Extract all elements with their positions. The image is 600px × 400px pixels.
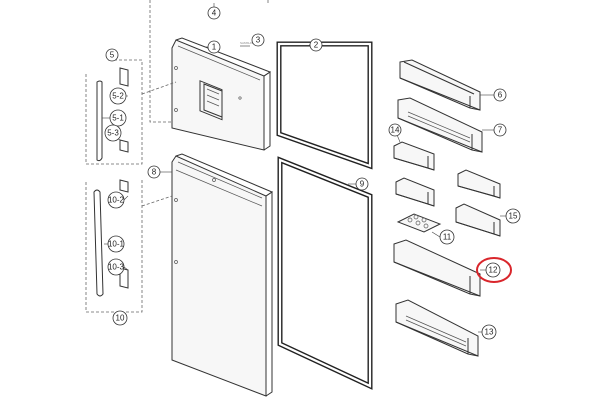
callout-15: 15 — [505, 208, 521, 224]
svg-text:10-1: 10-1 — [108, 240, 125, 249]
door-bin-7 — [397, 97, 483, 153]
callout-6: 6 — [493, 88, 507, 102]
callout-3: 3 — [251, 33, 265, 47]
gasket-freezer — [276, 41, 373, 170]
callout-11: 11 — [439, 229, 455, 245]
svg-text:5: 5 — [110, 51, 115, 60]
callout-12: 12 — [485, 262, 501, 278]
svg-text:5-1: 5-1 — [112, 114, 124, 123]
callout-14: 14 — [388, 123, 402, 137]
door-bin-13 — [395, 299, 479, 357]
small-bin-14 — [393, 141, 435, 171]
callout-5-3: 5-3 — [104, 124, 122, 142]
svg-text:2: 2 — [314, 41, 319, 50]
callout-1: 1 — [207, 40, 221, 54]
svg-text:12: 12 — [489, 266, 498, 275]
svg-text:4: 4 — [212, 9, 217, 18]
callout-10: 10 — [112, 310, 128, 326]
callout-9: 9 — [355, 177, 369, 191]
callout-10-2: 10-2 — [107, 191, 125, 209]
callout-2: 2 — [309, 38, 323, 52]
callout-10-3: 10-3 — [107, 258, 125, 276]
part-3-badge: SAMSUNG — [240, 41, 256, 47]
callout-5-1: 5-1 — [109, 109, 127, 127]
highlight-ring — [476, 257, 512, 283]
callout-10-1: 10-1 — [107, 235, 125, 253]
callout-5-2: 5-2 — [109, 87, 127, 105]
svg-text:6: 6 — [498, 91, 503, 100]
callout-13: 13 — [481, 324, 497, 340]
svg-text:13: 13 — [485, 328, 494, 337]
handle-group-10 — [85, 179, 173, 313]
svg-text:10-3: 10-3 — [108, 263, 125, 272]
svg-text:11: 11 — [443, 233, 452, 242]
freezer-door — [171, 37, 272, 151]
fridge-door — [171, 153, 274, 397]
svg-text:10-2: 10-2 — [108, 196, 125, 205]
egg-tray-11 — [396, 213, 442, 233]
svg-text:SAMSUNG: SAMSUNG — [240, 41, 256, 45]
gasket-fridge — [277, 156, 373, 390]
small-bin-right — [457, 169, 501, 199]
small-bin-left — [395, 177, 435, 207]
door-bin-6 — [399, 59, 481, 111]
door-bin-12 — [393, 239, 481, 297]
callout-8: 8 — [147, 165, 161, 179]
callout-5: 5 — [105, 48, 119, 62]
display-panel — [203, 83, 223, 118]
svg-text:15: 15 — [509, 212, 518, 221]
svg-text:1: 1 — [212, 43, 217, 52]
handle-group-5 — [85, 59, 177, 165]
svg-text:8: 8 — [152, 168, 157, 177]
callout-7: 7 — [493, 123, 507, 137]
svg-text:10: 10 — [116, 314, 125, 323]
callout-4: 4 — [207, 6, 221, 20]
svg-text:14: 14 — [391, 126, 400, 135]
svg-text:7: 7 — [498, 126, 503, 135]
small-bin-15 — [455, 203, 501, 237]
svg-text:3: 3 — [256, 36, 261, 45]
svg-text:5-2: 5-2 — [112, 92, 124, 101]
svg-text:5-3: 5-3 — [107, 129, 119, 138]
svg-text:9: 9 — [360, 180, 365, 189]
